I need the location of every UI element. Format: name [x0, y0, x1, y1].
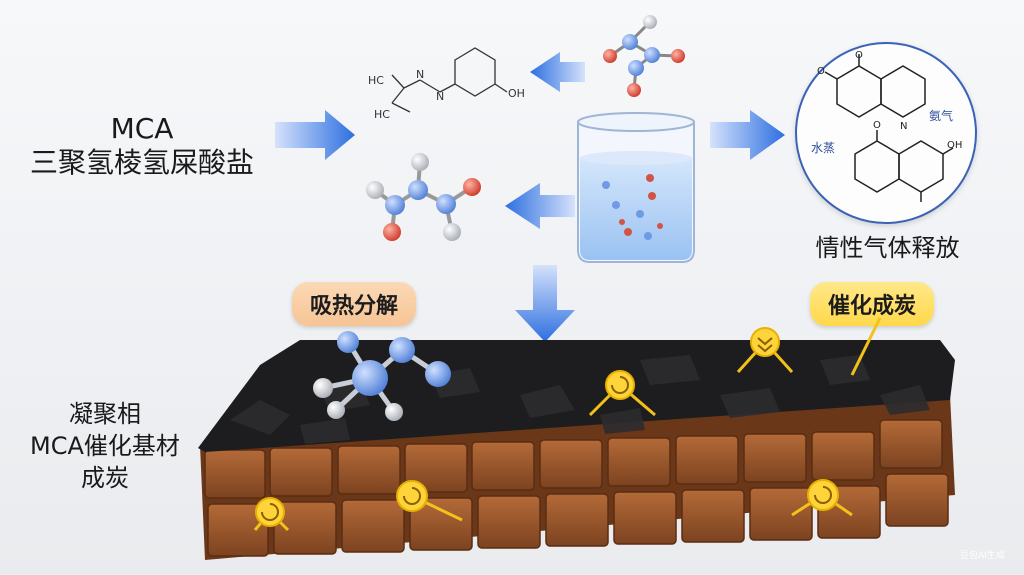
ball-stick-char [313, 331, 451, 421]
catalyst-marker-2 [736, 327, 794, 374]
ammonia-tag: 氨气 [929, 108, 953, 123]
catalyst-marker-4 [396, 480, 463, 522]
arrow-down-to-char [515, 265, 575, 342]
catalyst-marker-1 [588, 370, 656, 417]
catalyst-marker-3 [253, 497, 290, 532]
hydrazone-molecule [391, 47, 508, 113]
catalytic-char-label: 催化成炭 [828, 294, 917, 319]
catalyst-connector-line [850, 317, 882, 376]
catalyst-marker-5 [791, 479, 853, 517]
left-line3: 成炭 [81, 464, 129, 492]
endothermic-label: 吸热分解 [310, 294, 399, 319]
oh-ring-top: O [817, 66, 825, 77]
inert-gas-label: 情性气体释放 [800, 228, 975, 263]
n-label-2: N [436, 90, 444, 103]
beaker-icon [577, 112, 695, 263]
inert-gas-text: 情性气体释放 [815, 234, 960, 262]
ball-stick-middle [366, 153, 481, 241]
watermark-label: 豆包AI生成 [960, 548, 1005, 561]
hc-label-2: HC [374, 108, 390, 121]
mca-title: MCA 三聚氢棱氢屎酸盐 [22, 112, 262, 180]
oh-ring-bottom: OH [947, 140, 962, 151]
gas-release-panel: O O N 氨气 O OH 水蒸 [795, 42, 977, 224]
catalytic-char-pill: 催化成炭 [810, 282, 935, 326]
oh-label-1: OH [508, 87, 525, 100]
watermark-text: 豆包AI生成 [960, 551, 1005, 561]
mca-line1: MCA [110, 112, 174, 145]
n-ring: N [900, 121, 907, 132]
o-ring1: O [855, 50, 863, 61]
arrow-into-center [275, 110, 355, 160]
condensed-phase-label: 凝聚相 MCA催化基材 成炭 [30, 398, 180, 494]
o-ring3: O [873, 120, 881, 131]
hc-label-1: HC [368, 74, 384, 87]
quinone-structures-icon: O O N 氨气 O OH 水蒸 [811, 50, 962, 202]
arrow-to-mid-left-molecule [505, 183, 575, 229]
ball-stick-top [603, 15, 685, 97]
left-line2: MCA催化基材 [30, 432, 180, 460]
steam-tag: 水蒸 [811, 141, 835, 155]
n-label-1: N [416, 68, 424, 81]
arrow-to-gas-panel [710, 110, 785, 160]
arrow-to-top-left-molecule [530, 52, 585, 92]
mca-line2: 三聚氢棱氢屎酸盐 [29, 146, 254, 179]
endothermic-pill: 吸热分解 [292, 282, 417, 326]
left-line1: 凝聚相 [69, 400, 141, 428]
